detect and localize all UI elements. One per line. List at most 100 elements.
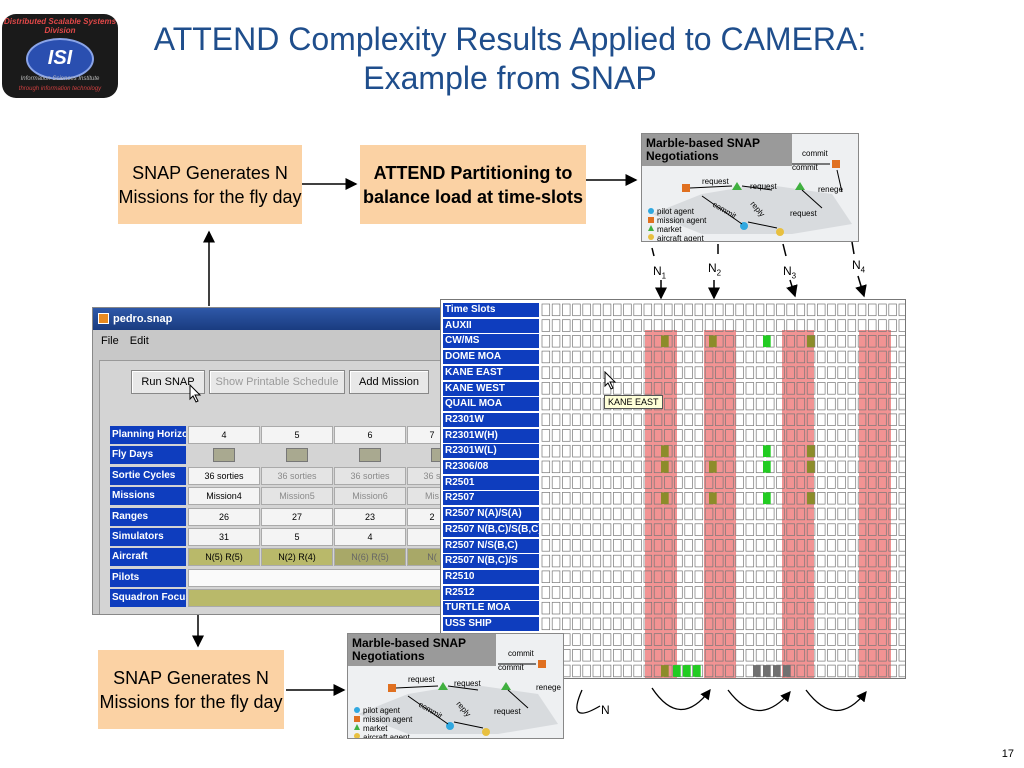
grid-cell — [694, 586, 704, 599]
simulators-cell-3[interactable]: 4 — [334, 528, 406, 546]
grid-cell — [817, 539, 826, 552]
grid-cell — [592, 335, 602, 348]
window-titlebar[interactable]: pedro.snap — [93, 308, 451, 330]
sortie-cell-2[interactable]: 36 sorties — [261, 467, 333, 485]
grid-cell — [562, 539, 571, 552]
grid-cell — [857, 554, 867, 568]
mission-cell-1[interactable]: Mission4 — [188, 487, 260, 505]
grid-cell — [857, 664, 867, 678]
grid-row-label: DOME MOA — [443, 350, 539, 365]
grid-cell — [806, 303, 816, 317]
grid-cell — [888, 601, 897, 615]
grid-cell — [592, 523, 602, 536]
grid-cell — [643, 350, 653, 364]
grid-cell — [613, 460, 622, 474]
grid-cell — [878, 633, 887, 646]
planning-cell-1[interactable]: 4 — [188, 426, 260, 444]
grid-cell — [735, 476, 744, 489]
grid-row-label: R2507 — [443, 491, 539, 506]
simulators-cell-1[interactable]: 31 — [188, 528, 260, 546]
pilots-field[interactable] — [188, 569, 451, 587]
grid-cell — [766, 554, 775, 568]
grid-filled-cell — [753, 665, 761, 677]
grid-cell — [745, 523, 755, 536]
fly-day-toggle-2[interactable] — [286, 448, 308, 462]
snap-generates-box-top: SNAP Generates N Missions for the fly da… — [118, 145, 302, 224]
ranges-cell-2[interactable]: 27 — [261, 508, 333, 526]
grid-cell — [684, 507, 693, 521]
grid-cell — [653, 429, 663, 442]
add-mission-button[interactable]: Add Mission — [349, 370, 429, 394]
aircraft-cell-2[interactable]: N(2) R(4) — [261, 548, 333, 566]
marble-top-request-2: request — [750, 182, 777, 191]
marble-top-request-3: request — [790, 209, 817, 218]
grid-cell — [776, 476, 785, 489]
grid-row-label: KANE WEST — [443, 381, 539, 396]
grid-cell — [704, 523, 714, 536]
grid-row-label: CW/MS — [443, 334, 539, 349]
grid-cell — [806, 507, 816, 521]
grid-cell — [613, 444, 622, 458]
grid-cell — [582, 601, 591, 615]
mission-cell-3[interactable]: Mission6 — [334, 487, 406, 505]
grid-cell — [541, 429, 551, 442]
grid-cell — [806, 397, 816, 411]
grid-cell — [806, 429, 816, 442]
grid-cell — [888, 523, 897, 536]
grid-cell — [806, 350, 816, 364]
fly-day-toggle-1[interactable] — [213, 448, 235, 462]
grid-cell — [694, 617, 704, 631]
grid-filled-cell — [783, 665, 791, 677]
grid-cell — [857, 492, 867, 505]
grid-cell — [592, 460, 602, 474]
grid-cell — [674, 319, 683, 332]
grid-cell — [847, 570, 857, 583]
grid-cell — [684, 366, 693, 379]
grid-cell — [857, 507, 867, 521]
grid-cell — [755, 586, 765, 599]
grid-cell — [755, 570, 765, 583]
grid-cell — [817, 460, 826, 474]
kane-east-tooltip: KANE EAST — [604, 395, 663, 409]
ranges-cell-3[interactable]: 23 — [334, 508, 406, 526]
squadron-focus-field[interactable] — [188, 589, 451, 607]
grid-cell — [674, 586, 683, 599]
grid-cell — [725, 335, 734, 348]
grid-cell — [776, 397, 785, 411]
fly-day-toggle-3[interactable] — [359, 448, 381, 462]
grid-cell — [827, 382, 836, 395]
grid-cell — [837, 601, 846, 615]
grid-cell — [766, 319, 775, 332]
grid-cell — [684, 350, 693, 364]
grid-cell — [796, 444, 806, 458]
simulators-cell-2[interactable]: 5 — [261, 528, 333, 546]
grid-cell — [725, 492, 734, 505]
grid-cell — [694, 570, 704, 583]
grid-cell — [572, 366, 581, 379]
grid-cell — [868, 366, 877, 379]
grid-cell — [633, 382, 642, 395]
grid-cell — [796, 586, 806, 599]
grid-cell — [562, 507, 571, 521]
aircraft-cell-1[interactable]: N(5) R(5) — [188, 548, 260, 566]
planning-cell-2[interactable]: 5 — [261, 426, 333, 444]
menu-edit[interactable]: Edit — [129, 335, 149, 347]
grid-cell — [786, 586, 795, 599]
grid-cell — [786, 335, 795, 348]
aircraft-cell-3[interactable]: N(6) R(5) — [334, 548, 406, 566]
sortie-cell-3[interactable]: 36 sorties — [334, 467, 406, 485]
menu-file[interactable]: File — [101, 335, 119, 347]
grid-cell — [562, 601, 571, 615]
grid-cell — [755, 476, 765, 489]
grid-cell — [806, 586, 816, 599]
grid-cell — [551, 319, 561, 332]
planning-cell-3[interactable]: 6 — [334, 426, 406, 444]
sortie-cell-1[interactable]: 36 sorties — [188, 467, 260, 485]
mission-cell-2[interactable]: Mission5 — [261, 487, 333, 505]
show-printable-schedule-button[interactable]: Show Printable Schedule — [209, 370, 345, 394]
grid-cell — [857, 476, 867, 489]
grid-cell — [786, 617, 795, 631]
grid-cell — [623, 444, 632, 458]
ranges-cell-1[interactable]: 26 — [188, 508, 260, 526]
grid-cell — [745, 476, 755, 489]
